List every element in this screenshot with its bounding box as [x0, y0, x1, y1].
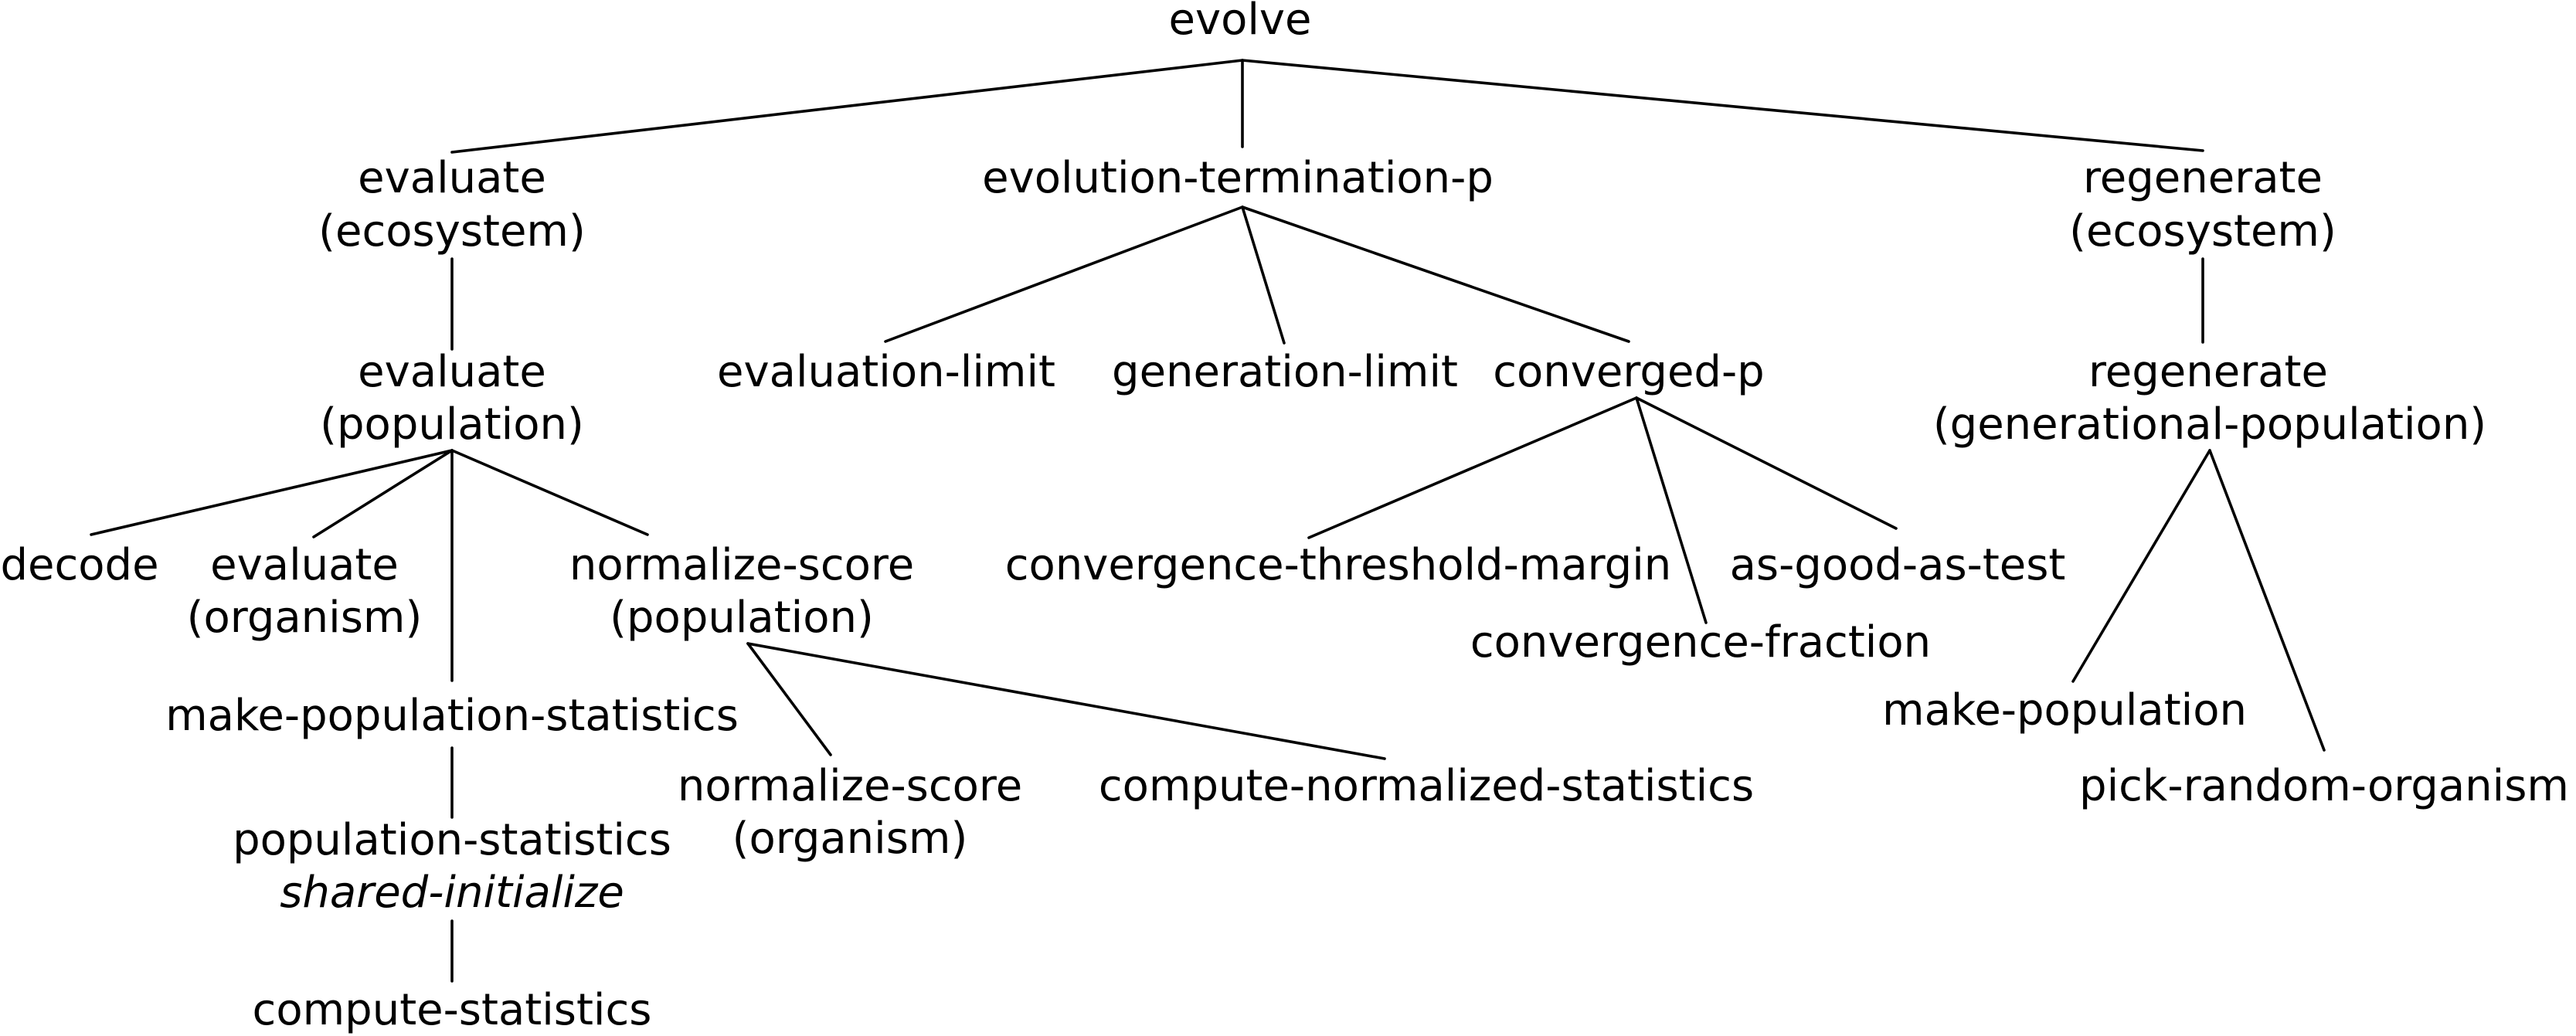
node-make-population-statistics: make-population-statistics — [165, 691, 739, 741]
edge-converged-p-to-as-good-as-test — [1635, 396, 1898, 530]
node-evolution-termination-p: evolution-termination-p — [982, 153, 1494, 203]
node-shared-initialize-label: shared-initialize — [280, 868, 624, 918]
node-normalize-score-organism-label-line2: (organism) — [732, 814, 968, 864]
node-evolve-label: evolve — [1168, 0, 1311, 45]
node-evolve: evolve — [1168, 0, 1311, 45]
node-normalize-score-population-label-line1: normalize-score — [569, 540, 914, 590]
edge-converged-p-to-convergence-threshold-margin — [1307, 396, 1638, 539]
node-normalize-score-population-label-line2: (population) — [610, 593, 874, 643]
node-evaluate-ecosystem-label-line2: (ecosystem) — [318, 206, 586, 256]
node-compute-statistics-label: compute-statistics — [253, 985, 652, 1035]
node-decode: decode — [0, 540, 158, 590]
node-regenerate-generational-population-label-line1: regenerate — [2088, 347, 2328, 397]
node-regenerate-ecosystem-label-line1: regenerate — [2083, 153, 2323, 203]
node-regenerate-ecosystem: regenerate (ecosystem) — [2069, 153, 2336, 256]
node-generation-limit: generation-limit — [1112, 347, 1458, 397]
node-regenerate-generational-population-label-line2: (generational-population) — [1933, 399, 2486, 450]
node-evolution-termination-p-label: evolution-termination-p — [982, 153, 1494, 203]
node-evaluate-organism-label-line1: evaluate — [210, 540, 399, 590]
node-evaluate-population-label-line1: evaluate — [358, 347, 546, 397]
node-as-good-as-test: as-good-as-test — [1730, 540, 2066, 590]
node-regenerate-ecosystem-label-line2: (ecosystem) — [2069, 206, 2336, 256]
edge-regenerate-generational-population-to-pick-random-organism — [2208, 449, 2326, 752]
edge-normalize-score-population-to-compute-normalized-statistics — [746, 642, 1386, 760]
node-convergence-threshold-margin-label: convergence-threshold-margin — [1005, 540, 1672, 590]
node-make-population-label: make-population — [1882, 685, 2247, 735]
node-compute-statistics: compute-statistics — [253, 985, 652, 1035]
edge-regenerate-generational-population-to-make-population — [2071, 449, 2211, 683]
node-evaluate-population-label-line2: (population) — [320, 399, 584, 450]
node-pick-random-organism-label: pick-random-organism — [2079, 761, 2569, 811]
node-decode-label: decode — [0, 540, 158, 590]
node-compute-normalized-statistics-label: compute-normalized-statistics — [1099, 761, 1754, 811]
edge-evaluate-population-to-normalize-score-population — [450, 449, 649, 536]
edge-evolve-to-regenerate-ecosystem — [1241, 59, 2204, 152]
node-convergence-fraction-label: convergence-fraction — [1470, 617, 1931, 667]
node-normalize-score-organism-label-line1: normalize-score — [678, 761, 1022, 811]
edge-evolution-termination-p-to-evaluation-limit — [884, 206, 1244, 343]
node-pick-random-organism: pick-random-organism — [2079, 761, 2569, 811]
node-evaluation-limit-label: evaluation-limit — [717, 347, 1055, 397]
node-generation-limit-label: generation-limit — [1112, 347, 1458, 397]
node-evaluate-ecosystem: evaluate (ecosystem) — [318, 153, 586, 256]
node-convergence-fraction: convergence-fraction — [1470, 617, 1931, 667]
node-evaluate-organism-label-line2: (organism) — [187, 593, 423, 643]
edge-converged-p-to-convergence-fraction — [1635, 396, 1708, 624]
node-regenerate-generational-population: regenerate (generational-population) — [1933, 347, 2486, 450]
node-evaluation-limit: evaluation-limit — [717, 347, 1055, 397]
node-evaluate-ecosystem-label-line1: evaluate — [358, 153, 546, 203]
tree-edges — [90, 59, 2326, 983]
node-convergence-threshold-margin: convergence-threshold-margin — [1005, 540, 1672, 590]
node-population-statistics-label: population-statistics — [233, 815, 671, 865]
node-evaluate-population: evaluate (population) — [320, 347, 584, 450]
edge-evolution-termination-p-to-generation-limit — [1241, 206, 1286, 345]
node-population-statistics-shared-initialize: population-statistics shared-initialize — [233, 815, 671, 918]
node-converged-p: converged-p — [1493, 347, 1764, 397]
edge-evolution-termination-p-to-converged-p — [1241, 206, 1630, 343]
node-make-population-statistics-label: make-population-statistics — [165, 691, 739, 741]
edge-evolve-to-evaluate-ecosystem — [450, 59, 1244, 154]
node-converged-p-label: converged-p — [1493, 347, 1764, 397]
node-make-population: make-population — [1882, 685, 2247, 735]
node-evaluate-organism: evaluate (organism) — [187, 540, 423, 643]
edge-evaluate-population-to-decode — [90, 449, 454, 536]
edge-normalize-score-population-to-normalize-score-organism — [746, 642, 832, 756]
node-as-good-as-test-label: as-good-as-test — [1730, 540, 2066, 590]
node-normalize-score-population: normalize-score (population) — [569, 540, 914, 643]
edge-evaluate-population-to-evaluate-organism — [312, 449, 454, 538]
node-compute-normalized-statistics: compute-normalized-statistics — [1099, 761, 1754, 811]
node-normalize-score-organism: normalize-score (organism) — [678, 761, 1022, 864]
